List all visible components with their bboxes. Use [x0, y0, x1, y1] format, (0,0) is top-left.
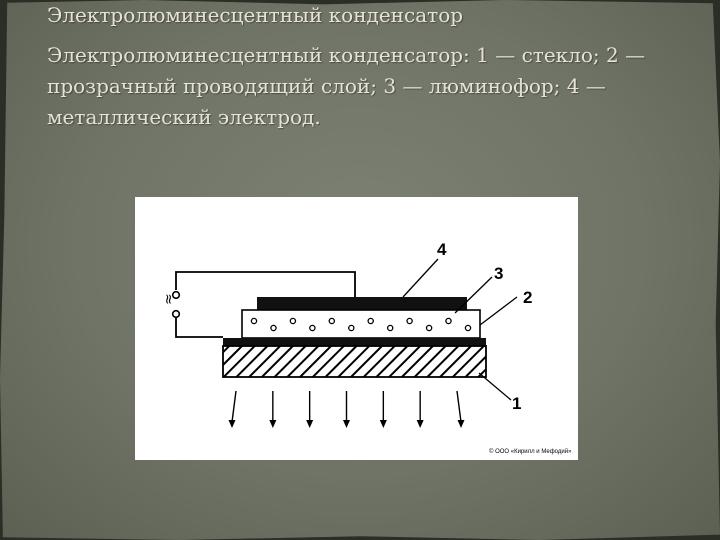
terminal-bottom: [171, 309, 181, 319]
phosphor-particle: [289, 317, 297, 325]
slide-body-text: Электролюминесцентный конденсатор: 1 — с…: [47, 43, 646, 129]
leader-line-3: [454, 276, 493, 314]
label-glass: 1: [512, 394, 521, 413]
phosphor-particle: [309, 324, 316, 332]
label-phosphor: 3: [494, 264, 503, 283]
diagram-canvas: ≈ 4 3 2 1 © ООО «Кирилл и Мефодий»: [161, 240, 572, 455]
light-arrow: [343, 391, 350, 428]
phosphor-particle: [386, 324, 394, 332]
phosphor-particle: [464, 324, 472, 332]
leader-line-4: [402, 258, 439, 298]
ac-source-symbol: ≈: [161, 293, 177, 305]
light-arrow: [269, 391, 277, 428]
phosphor-particle: [425, 324, 433, 332]
phosphor-particle: [250, 317, 258, 325]
emission-arrows: [228, 390, 465, 428]
label-electrode: 4: [437, 240, 447, 259]
phosphor-particle: [445, 317, 452, 325]
metal-electrode: [257, 297, 467, 310]
slide-title: Электролюминесцентный конденсатор: [47, 3, 464, 27]
label-conductive-layer: 2: [523, 288, 532, 307]
phosphor-layer: [241, 309, 481, 339]
light-arrow: [416, 391, 424, 428]
light-arrow: [306, 391, 314, 428]
copyright-note: © ООО «Кирилл и Мефодий»: [489, 448, 572, 455]
light-arrow: [379, 391, 387, 428]
phosphor-particle: [367, 317, 374, 325]
circuit-wire-top: [175, 271, 356, 297]
capacitor-diagram: ≈ 4 3 2 1 © ООО «Кирилл и Мефодий»: [135, 197, 578, 460]
phosphor-particle: [348, 324, 355, 332]
phosphor-particles: [250, 317, 472, 332]
circuit-wire-bottom: [175, 317, 223, 338]
phosphor-particle: [270, 324, 277, 332]
leader-line-1: [478, 372, 512, 401]
light-arrow: [228, 390, 237, 428]
terminal-top: [171, 290, 181, 300]
leader-line-2: [479, 296, 518, 326]
phosphor-particle: [406, 317, 413, 325]
glass-substrate: [222, 345, 487, 378]
conductive-layer: [223, 338, 486, 346]
light-arrow: [456, 390, 465, 428]
phosphor-particle: [328, 317, 336, 325]
